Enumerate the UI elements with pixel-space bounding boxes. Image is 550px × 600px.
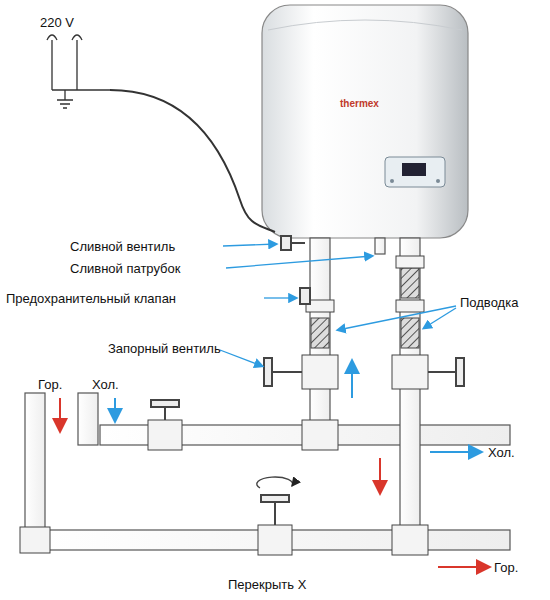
part-label: Запорный вентиль — [108, 342, 221, 356]
brand-logo: thermex — [340, 98, 379, 109]
flow-label: Хол. — [92, 378, 119, 392]
flow-label: Хол. — [488, 446, 515, 460]
part-label: Перекрыть Х — [228, 578, 306, 592]
flow-label: Гор. — [494, 561, 518, 575]
voltage-label: 220 V — [40, 16, 74, 30]
part-label: Предохранительный клапан — [6, 292, 176, 306]
flow-label: Гор. — [38, 378, 62, 392]
part-label: Подводка — [460, 296, 518, 310]
part-label: Сливной патрубок — [70, 262, 180, 276]
part-label: Сливной вентиль — [70, 240, 175, 254]
